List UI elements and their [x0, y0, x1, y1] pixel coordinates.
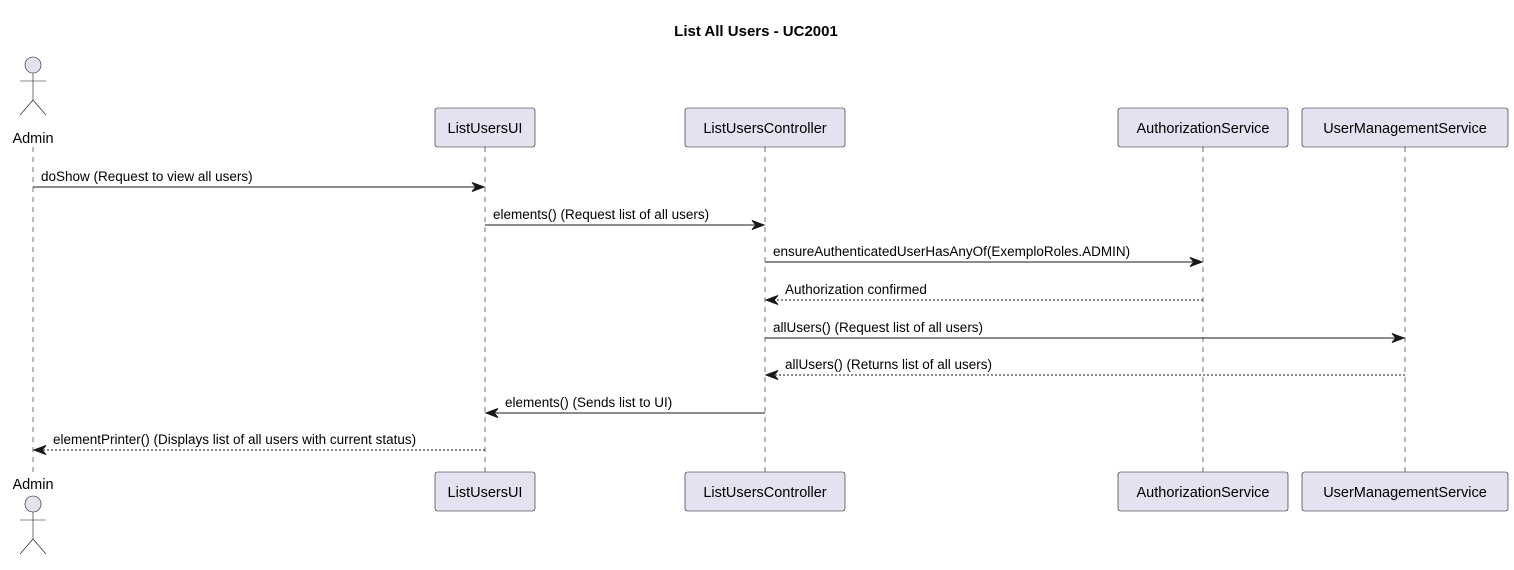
- arrow-head: [1391, 333, 1406, 343]
- message-label: doShow (Request to view all users): [41, 169, 253, 184]
- arrow-head: [751, 220, 766, 230]
- participant-label: AuthorizationService: [1137, 121, 1270, 137]
- actor-right-leg: [32, 99, 47, 116]
- actor-label-bottom: Admin: [12, 477, 53, 493]
- actor-head: [24, 495, 42, 513]
- actor-left-leg: [19, 99, 34, 116]
- message-2: elements() (Request list of all users): [485, 207, 766, 230]
- participant-label: ListUsersController: [703, 121, 826, 137]
- participant-box-ums-top: UserManagementService: [1301, 107, 1509, 148]
- actor-label-top: Admin: [12, 131, 53, 147]
- participant-label: AuthorizationService: [1137, 485, 1270, 501]
- participant-rect: [434, 471, 536, 512]
- message-1: doShow (Request to view all users): [33, 169, 486, 192]
- arrow-head: [484, 408, 499, 418]
- participant-label: ListUsersController: [703, 485, 826, 501]
- participant-rect: [1117, 107, 1289, 148]
- message-label: Authorization confirmed: [785, 282, 927, 297]
- participant-rect: [1301, 471, 1509, 512]
- message-8: elementPrinter() (Displays list of all u…: [32, 432, 485, 455]
- message-label: allUsers() (Request list of all users): [773, 320, 983, 335]
- participant-label: UserManagementService: [1323, 485, 1487, 501]
- participant-box-ctrl-bottom: ListUsersController: [684, 471, 846, 512]
- participant-rect: [684, 107, 846, 148]
- messages: doShow (Request to view all users) elemen…: [32, 169, 1406, 455]
- arrow-head: [1189, 257, 1204, 267]
- message-4: Authorization confirmed: [764, 282, 1203, 305]
- message-label: elements() (Request list of all users): [493, 207, 709, 222]
- arrow-head: [764, 295, 779, 305]
- message-label: allUsers() (Returns list of all users): [785, 357, 992, 372]
- message-7: elements() (Sends list to UI): [484, 395, 765, 418]
- message-3: ensureAuthenticatedUserHasAnyOf(ExemploR…: [765, 244, 1204, 267]
- message-5: allUsers() (Request list of all users): [765, 320, 1406, 343]
- actor-head: [24, 56, 42, 74]
- participant-label: ListUsersUI: [448, 121, 523, 137]
- participant-rect: [684, 471, 846, 512]
- actor-figure-top: [19, 56, 47, 116]
- message-label: elements() (Sends list to UI): [505, 395, 672, 410]
- arrow-head: [471, 182, 486, 192]
- lifelines: [32, 147, 1406, 472]
- participant-label: ListUsersUI: [448, 485, 523, 501]
- participant-rect: [1117, 471, 1289, 512]
- actor-figure-bottom: [19, 495, 47, 555]
- actor-left-leg: [19, 538, 34, 555]
- participant-box-ui-top: ListUsersUI: [434, 107, 536, 148]
- participant-rect: [1301, 107, 1509, 148]
- participant-box-ums-bottom: UserManagementService: [1301, 471, 1509, 512]
- participants: AdminAdminListUsersUIListUsersUIListUser…: [12, 56, 1509, 555]
- participant-rect: [434, 107, 536, 148]
- participant-box-ui-bottom: ListUsersUI: [434, 471, 536, 512]
- actor-right-leg: [32, 538, 47, 555]
- participant-box-ctrl-top: ListUsersController: [684, 107, 846, 148]
- diagram-title: List All Users - UC2001: [674, 23, 838, 40]
- arrow-head: [764, 370, 779, 380]
- message-label: ensureAuthenticatedUserHasAnyOf(ExemploR…: [773, 244, 1130, 259]
- arrow-head: [32, 445, 47, 455]
- participant-box-auth-bottom: AuthorizationService: [1117, 471, 1289, 512]
- participant-box-auth-top: AuthorizationService: [1117, 107, 1289, 148]
- message-6: allUsers() (Returns list of all users): [764, 357, 1405, 380]
- participant-label: UserManagementService: [1323, 121, 1487, 137]
- message-label: elementPrinter() (Displays list of all u…: [53, 432, 416, 447]
